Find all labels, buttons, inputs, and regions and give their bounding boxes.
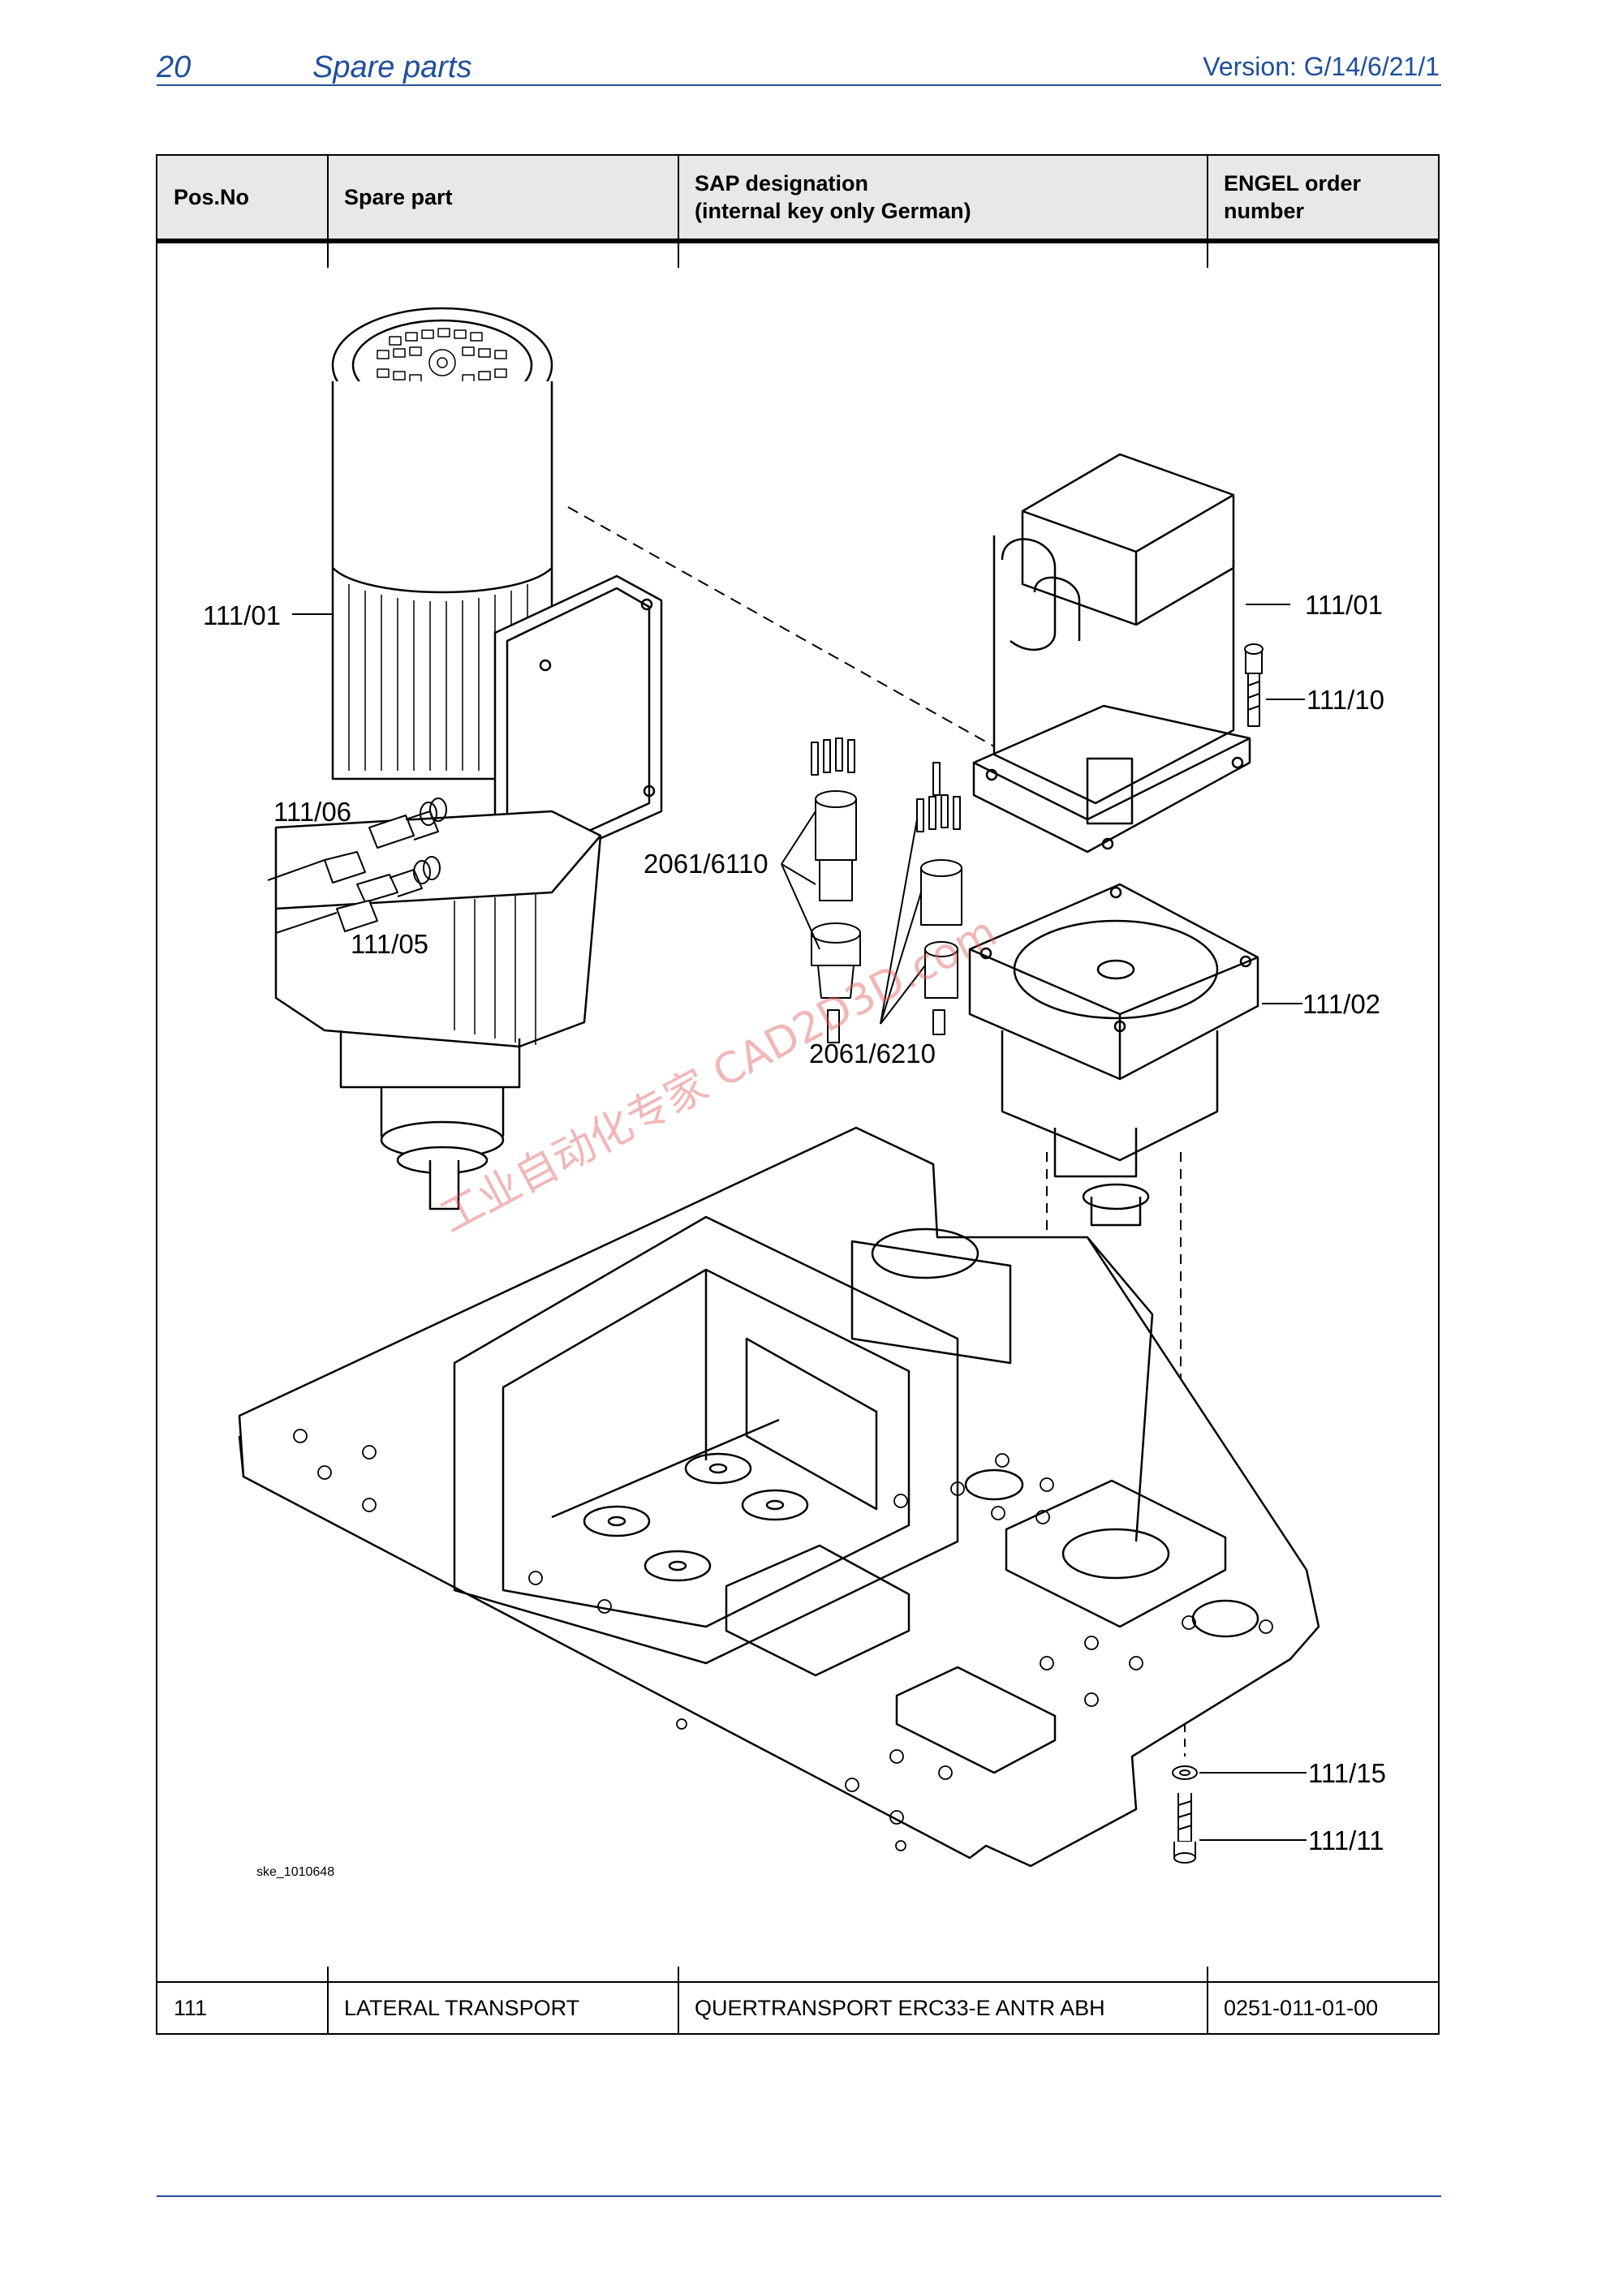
column-header-label: ENGEL order — [1224, 171, 1362, 196]
connector-set-6210 — [916, 762, 962, 1035]
column-header-sublabel: (internal key only German) — [695, 199, 971, 223]
column-header-label: SAP designation — [695, 171, 869, 196]
column-divider — [327, 1967, 329, 2033]
callout-label: 111/15 — [1308, 1758, 1386, 1788]
column-header-spare-part: Spare part — [328, 156, 678, 239]
connector-set-6110 — [811, 737, 861, 1043]
column-divider — [1207, 1967, 1208, 2033]
column-header-sap-designation: SAP designation (internal key only Germa… — [678, 156, 1208, 239]
callout-label: 111/10 — [1307, 685, 1384, 715]
column-divider — [1207, 156, 1208, 268]
cell-spare-part: LATERAL TRANSPORT — [344, 1995, 580, 2020]
callout-label: 111/11 — [1308, 1825, 1384, 1855]
column-header-pos-no: Pos.No — [157, 156, 328, 239]
table-row: 111 LATERAL TRANSPORT QUERTRANSPORT ERC3… — [157, 1981, 1438, 2033]
callout-label: 111/02 — [1302, 989, 1380, 1019]
gear-unit — [968, 883, 1302, 1554]
cell-order-number: 0251-011-01-00 — [1224, 1995, 1379, 2020]
spare-parts-table: Pos.No Spare part SAP designation (inter… — [156, 154, 1440, 2035]
screw-111-10 — [1244, 643, 1305, 727]
version-label: Version: G/14/6/21/1 — [1203, 52, 1440, 81]
footer-rule — [157, 2195, 1441, 2197]
header-title: Spare parts — [312, 50, 472, 84]
page-number: 20 — [157, 50, 192, 84]
cable-glands — [267, 798, 447, 934]
callout-label: 2061/6110 — [644, 849, 768, 879]
callout-label: 111/01 — [203, 600, 281, 630]
column-header-order-number: ENGEL order number — [1208, 156, 1440, 239]
figure-reference: ske_1010648 — [256, 1865, 334, 1879]
washer-and-screw — [1172, 1724, 1307, 1864]
column-header-sublabel: number — [1224, 199, 1305, 223]
callout-label: 2061/6210 — [809, 1038, 936, 1068]
column-divider — [678, 156, 679, 268]
header-rule — [157, 84, 1441, 86]
base-frame — [238, 1126, 1320, 1868]
left-motor-assembly — [267, 307, 663, 1210]
callout-label: 111/05 — [351, 929, 428, 959]
column-divider — [327, 156, 329, 268]
callout-label: 111/06 — [273, 797, 351, 827]
column-header-label: Spare part — [344, 185, 453, 209]
right-servo-motor — [972, 453, 1290, 853]
table-header-row: Pos.No Spare part SAP designation (inter… — [157, 156, 1438, 243]
callout-label: 111/01 — [1305, 590, 1383, 620]
column-divider — [678, 1967, 679, 2033]
column-header-label: Pos.No — [174, 185, 250, 209]
cell-pos-no: 111 — [174, 1995, 208, 2020]
cell-sap-designation: QUERTRANSPORT ERC33-E ANTR ABH — [695, 1995, 1105, 2020]
